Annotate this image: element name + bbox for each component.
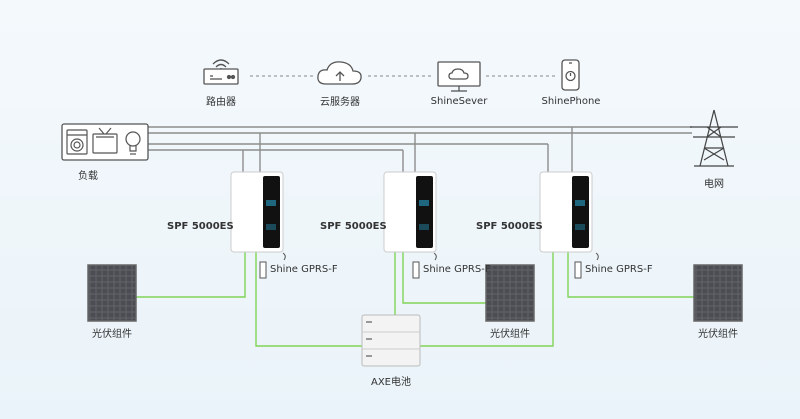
dongle-1-label: Shine GPRS-F	[270, 264, 338, 275]
solar-panel-2	[485, 264, 535, 322]
inv3-battery-link	[420, 252, 554, 347]
phone-icon	[561, 59, 580, 91]
shine-server-label: ShineSever	[430, 96, 488, 107]
pv1-link	[136, 252, 246, 298]
solar-panel-3	[693, 264, 743, 322]
tv-icon	[92, 127, 118, 154]
inv1-battery-link	[255, 252, 362, 347]
washing-machine-icon	[66, 129, 88, 155]
dongle-2-label: Shine GPRS-F	[423, 264, 491, 275]
power-tower-icon	[690, 109, 738, 167]
pv-2-label: 光伏组件	[490, 329, 530, 340]
inverter-2	[383, 171, 437, 253]
inverter-3-model: SPF 5000ES	[476, 221, 543, 232]
solar-panel-1	[87, 264, 137, 322]
dongle-icon	[259, 252, 599, 279]
router-icon	[203, 59, 239, 85]
pv-3-label: 光伏组件	[698, 329, 738, 340]
dongle-3-label: Shine GPRS-F	[585, 264, 653, 275]
grid-label: 电网	[704, 179, 724, 190]
router-label: 路由器	[206, 97, 236, 108]
load-appliances-icon	[61, 123, 149, 161]
pv-1-label: 光伏组件	[92, 329, 132, 340]
cloud-server-icon	[317, 61, 362, 85]
battery-label: AXE电池	[370, 377, 412, 388]
battery-icon	[361, 314, 421, 367]
pv3-link	[567, 252, 694, 298]
monitor-icon	[437, 61, 481, 92]
shine-phone-label: ShinePhone	[541, 96, 601, 107]
light-bulb-icon	[125, 131, 141, 155]
inverter-2-model: SPF 5000ES	[320, 221, 387, 232]
dc-links	[136, 252, 694, 347]
load-label: 负载	[78, 171, 98, 182]
pv2-link	[402, 252, 486, 304]
inverter-1	[230, 171, 284, 253]
inverter-1-model: SPF 5000ES	[167, 221, 234, 232]
inverter-3	[539, 171, 593, 253]
cloud-server-label: 云服务器	[320, 97, 360, 108]
ac-bus	[148, 126, 692, 172]
